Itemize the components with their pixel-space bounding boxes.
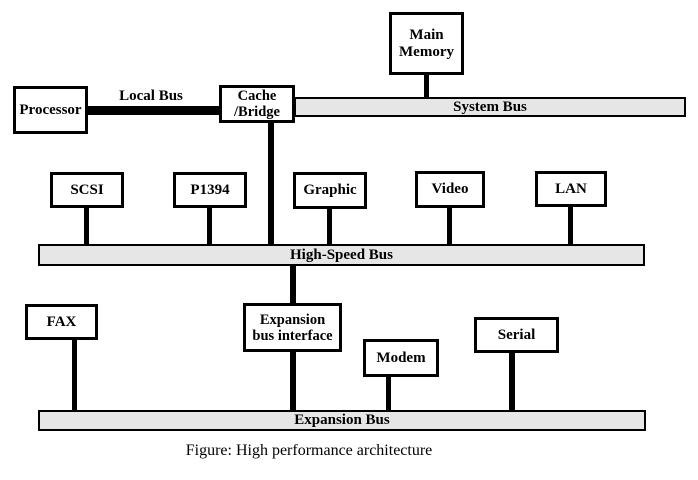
lan-box: LAN (535, 171, 607, 207)
p1394-label: P1394 (190, 181, 230, 198)
connector-modem-expansion-bus (386, 375, 391, 412)
expansion-bus-bar: Expansion Bus (38, 410, 646, 431)
high-speed-bus-label: High-Speed Bus (290, 246, 393, 263)
connector-p1394-high-speed-bus (207, 206, 212, 246)
scsi-label: SCSI (70, 181, 104, 198)
connector-scsi-high-speed-bus (84, 206, 89, 246)
fax-label: FAX (46, 313, 77, 330)
connector-fax-expansion-bus (72, 338, 77, 412)
connector-expansion-interface-expansion-bus (290, 350, 296, 412)
connector-lan-high-speed-bus (568, 205, 573, 246)
modem-box: Modem (363, 339, 439, 377)
fax-box: FAX (25, 304, 98, 340)
system-bus-label: System Bus (453, 98, 527, 115)
expansion-bus-interface-box: Expansion bus interface (243, 303, 342, 352)
high-speed-bus-bar: High-Speed Bus (38, 244, 645, 266)
connector-video-high-speed-bus (447, 206, 452, 246)
local-bus-label: Local Bus (119, 88, 183, 104)
modem-label: Modem (376, 349, 426, 366)
video-box: Video (415, 171, 485, 208)
local-bus-line (86, 106, 221, 115)
scsi-box: SCSI (50, 172, 124, 208)
expansion-bus-interface-label: Expansion bus interface (252, 311, 333, 344)
processor-label: Processor (19, 101, 82, 118)
expansion-bus-label: Expansion Bus (294, 412, 390, 428)
lan-label: LAN (555, 180, 587, 197)
processor-box: Processor (13, 86, 88, 134)
connector-cache-bridge-high-speed-bus (268, 121, 274, 246)
connector-serial-expansion-bus (509, 351, 515, 412)
serial-label: Serial (497, 326, 536, 343)
main-memory-label: Main Memory (399, 26, 454, 60)
figure-caption: Figure: High performance architecture (185, 442, 433, 459)
p1394-box: P1394 (173, 172, 247, 208)
connector-high-speed-bus-expansion-interface (290, 264, 296, 305)
connector-main-memory-system-bus (424, 73, 429, 99)
cache-bridge-label: Cache /Bridge (234, 88, 280, 120)
main-memory-box: Main Memory (389, 12, 464, 75)
system-bus-bar: System Bus (294, 97, 686, 117)
serial-box: Serial (474, 317, 559, 353)
graphic-box: Graphic (293, 172, 367, 209)
connector-graphic-high-speed-bus (327, 207, 332, 246)
graphic-label: Graphic (303, 182, 357, 198)
video-label: Video (431, 181, 469, 197)
cache-bridge-box: Cache /Bridge (219, 85, 295, 123)
